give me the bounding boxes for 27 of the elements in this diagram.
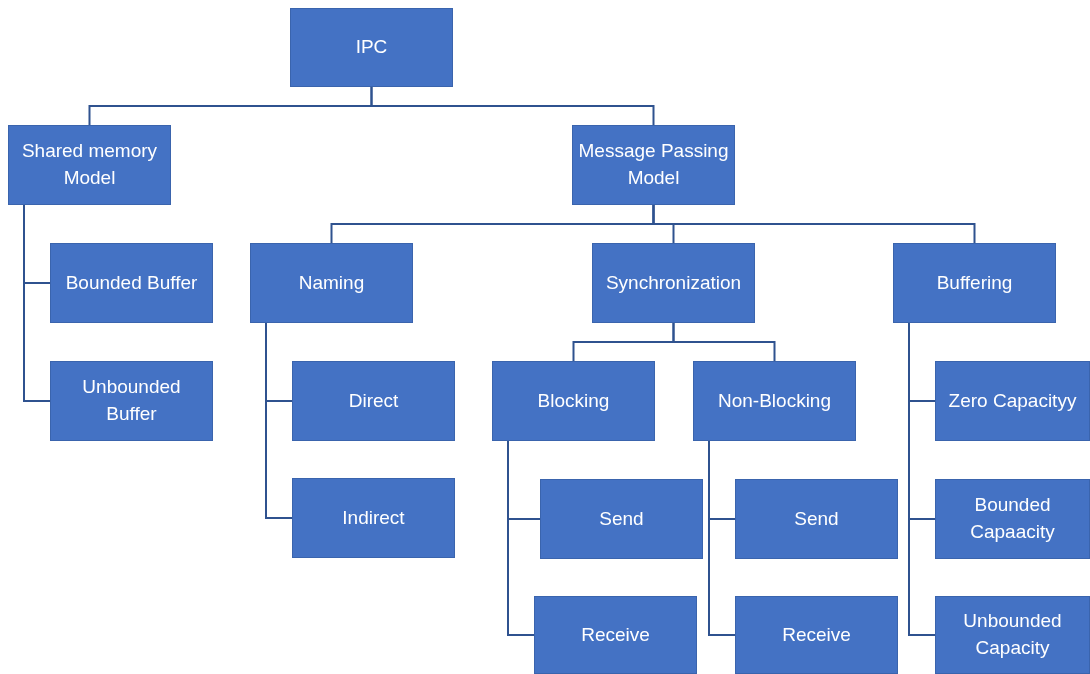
category-box: Unbounded Capacity <box>935 596 1090 674</box>
connector-line <box>265 322 293 519</box>
category-box: Receive <box>735 596 898 674</box>
category-box: Synchronization <box>592 243 755 323</box>
connector-line <box>708 440 736 636</box>
category-box: Send <box>735 479 898 559</box>
category-box: IPC <box>290 8 453 87</box>
category-box: Zero Capacityy <box>935 361 1090 441</box>
category-box: Shared memory Model <box>8 125 171 205</box>
category-box: Unbounded Buffer <box>50 361 213 441</box>
connector-line <box>370 86 655 126</box>
category-box: Send <box>540 479 703 559</box>
category-box: Direct <box>292 361 455 441</box>
connector-line <box>23 204 51 402</box>
category-box: Bounded Capaacity <box>935 479 1090 559</box>
category-box: Bounded Buffer <box>50 243 213 323</box>
category-box: Naming <box>250 243 413 323</box>
category-box: Indirect <box>292 478 455 558</box>
category-box: Receive <box>534 596 697 674</box>
category-box: Blocking <box>492 361 655 441</box>
connector-line <box>652 204 976 244</box>
category-box: Message Passing Model <box>572 125 735 205</box>
connector-line <box>507 440 535 636</box>
category-box: Non-Blocking <box>693 361 856 441</box>
connector-line <box>672 322 776 362</box>
connector-line <box>908 322 936 636</box>
category-box: Buffering <box>893 243 1056 323</box>
